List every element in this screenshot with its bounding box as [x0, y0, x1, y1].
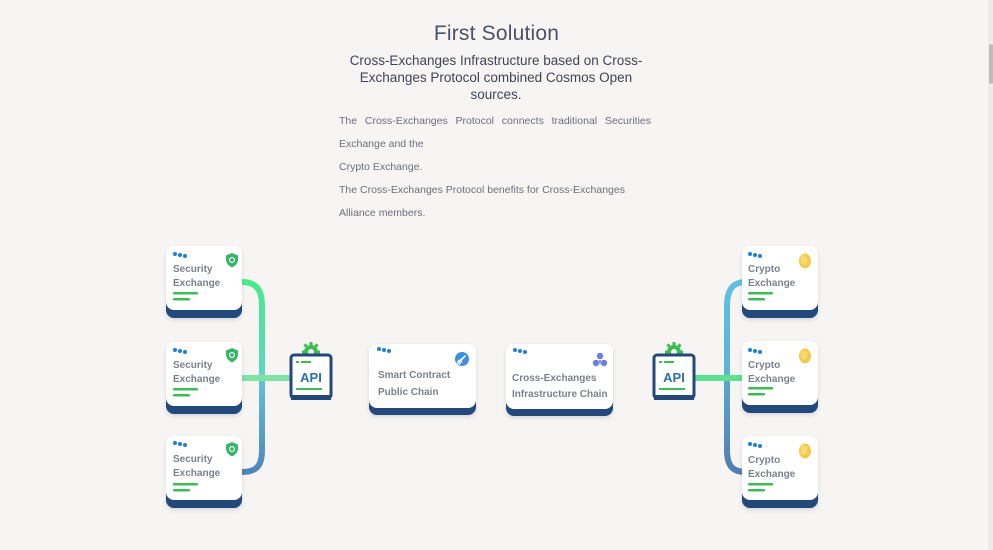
node-label: Security	[173, 454, 213, 465]
description-line: The Cross-Exchanges Protocol connects tr…	[339, 115, 651, 150]
node-label: Exchange	[748, 278, 796, 289]
shield-icon	[226, 442, 238, 457]
node-label: Crypto	[748, 455, 780, 466]
description: The Cross-Exchanges Protocol connects tr…	[339, 110, 651, 225]
coin-icon	[799, 443, 811, 459]
coin-icon	[799, 348, 811, 364]
cosmos-icon	[592, 352, 608, 367]
node-label: Security	[173, 360, 213, 371]
node-label: Security	[173, 264, 213, 275]
infra-chain-card	[506, 344, 613, 416]
scrollbar-thumb[interactable]	[989, 44, 993, 84]
shield-icon	[226, 348, 238, 363]
connectors	[239, 279, 749, 475]
node-label: Crypto	[748, 360, 780, 371]
link-icon	[455, 352, 469, 366]
card-dots	[173, 252, 762, 448]
subtitle-line: Exchanges Protocol combined Cosmos Open …	[359, 70, 633, 102]
node-label: Exchange	[173, 374, 221, 385]
connector-right-top	[724, 279, 749, 381]
node-label: Exchange	[748, 469, 796, 480]
api-box-left	[289, 342, 333, 400]
connector-left-bottom	[239, 375, 265, 475]
connector-right-bottom	[724, 375, 749, 475]
subtitle-line: Cross-Exchanges Infrastructure based on …	[349, 53, 643, 68]
scrollbar-track[interactable]	[988, 0, 993, 550]
smart-contract-label: Public Chain	[378, 387, 439, 398]
smart-contract-card	[369, 344, 476, 415]
api-label: API	[663, 370, 685, 385]
card-bars	[173, 292, 773, 492]
node-label: Exchange	[748, 374, 796, 385]
coin-icon	[799, 253, 811, 269]
description-line: The Cross-Exchanges Protocol benefits fo…	[339, 184, 625, 219]
api-label: API	[300, 370, 322, 385]
smart-contract-label: Smart Contract	[378, 370, 451, 381]
page-title: First Solution	[433, 22, 560, 45]
node-label: Exchange	[173, 468, 221, 479]
node-label: Crypto	[748, 264, 780, 275]
api-box-right	[652, 342, 696, 400]
connector-left-top	[239, 279, 265, 381]
description-line: Crypto Exchange.	[339, 161, 423, 173]
node-label: Exchange	[173, 278, 221, 289]
infra-chain-label: Cross-Exchanges	[512, 373, 597, 384]
page-subtitle: Cross-Exchanges Infrastructure based on …	[346, 52, 646, 103]
shield-icon	[226, 253, 238, 268]
infra-chain-label: Infrastructure Chain	[512, 389, 608, 400]
